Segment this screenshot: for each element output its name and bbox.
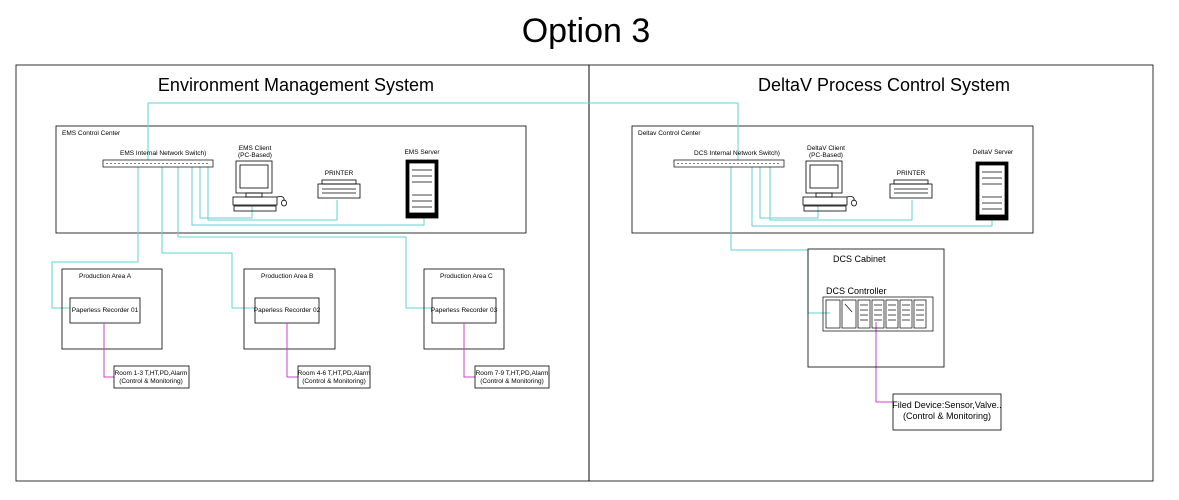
production-area-a-box: [61, 268, 163, 350]
deltav-client-pc-icon: [802, 160, 857, 212]
paperless-recorder-02-label: Paperless Recorder 02: [254, 307, 321, 314]
ems-network-switch: [102, 159, 214, 168]
deltav-system-title: DeltaV Process Control System: [758, 75, 1010, 95]
room-1-3-device-box: [113, 365, 190, 389]
ems-server-label: EMS Server: [404, 149, 440, 156]
area-b-link: [161, 166, 255, 309]
ems-client-pc-icon: [232, 160, 287, 212]
deltav-control-center-label: Deltav Control Center: [638, 130, 701, 137]
deltav-server-label: DeltaV Server: [973, 149, 1014, 156]
io-connections: [103, 322, 893, 403]
deltav-printer-link: [769, 166, 913, 221]
area-a-link: [51, 166, 139, 309]
area-c-link: [177, 166, 432, 309]
deltav-client-link: [759, 166, 819, 219]
ems-client-label-2: (PC-Based): [238, 152, 272, 159]
ems-system-title: Environment Management System: [158, 75, 434, 95]
room-4-6-label-2: (Control & Monitoring): [302, 378, 366, 385]
room-7-9-label-2: (Control & Monitoring): [480, 378, 544, 385]
room-1-3-label-1: Room 1-3 T,HT,PD,Alarm: [115, 370, 188, 377]
ems-client-link: [199, 166, 253, 219]
field-device-box: [892, 393, 1002, 431]
dcs-network-switch: [673, 159, 785, 168]
deltav-server-icon: [975, 161, 1009, 221]
production-area-c-title: Production Area C: [440, 273, 493, 280]
deltav-client-label-1: DeltaV Client: [807, 145, 845, 152]
ems-printer-link: [207, 166, 338, 221]
production-area-b-box: [243, 268, 336, 350]
field-device-label-2: (Control & Monitoring): [903, 411, 991, 421]
paperless-recorder-01-box: [69, 297, 141, 324]
production-area-a-title: Production Area A: [79, 273, 132, 280]
room-4-6-label-1: Room 4-6 T,HT,PD,Alarm: [298, 370, 371, 377]
diagram-title: Option 3: [522, 12, 651, 50]
ems-server-icon: [405, 159, 439, 219]
network-connections: [51, 102, 993, 314]
ems-control-center-box: [55, 125, 527, 234]
ems-printer-label: PRINTER: [325, 170, 354, 177]
room-7-9-device-box: [474, 365, 550, 389]
production-area-b-title: Production Area B: [261, 273, 313, 280]
deltav-printer-icon: [889, 179, 933, 199]
area-a-io-link: [103, 323, 114, 378]
deltav-server-link: [751, 166, 993, 227]
room-1-3-label-2: (Control & Monitoring): [119, 378, 183, 385]
paperless-recorder-01-label: Paperless Recorder 01: [72, 307, 139, 314]
deltav-client-label-2: (PC-Based): [809, 152, 843, 159]
deltav-frame: [588, 64, 1154, 482]
paperless-recorder-03-label: Paperless Recorder 03: [431, 307, 498, 314]
ems-printer-icon: [317, 179, 361, 199]
dcs-cabinet-box: [807, 248, 945, 368]
deltav-printer-label: PRINTER: [897, 170, 926, 177]
field-device-io-link: [875, 322, 893, 403]
dcs-controller-icon: [822, 296, 934, 332]
dcs-cabinet-title: DCS Cabinet: [833, 254, 886, 264]
ems-control-center-label: EMS Control Center: [62, 130, 121, 137]
ems-switch-label: EMS Internal Network Switch): [120, 150, 206, 157]
room-4-6-device-box: [297, 365, 371, 389]
inter-system-link: [147, 102, 739, 160]
area-c-io-link: [463, 323, 475, 378]
area-b-io-link: [286, 323, 298, 378]
field-device-label-1: Filed Device:Sensor,Valve..: [892, 400, 1001, 410]
ems-client-label-1: EMS Client: [239, 145, 272, 152]
dcs-switch-label: DCS Internal Network Switch): [694, 150, 780, 157]
dcs-controller-label: DCS Controller: [826, 286, 887, 296]
room-7-9-label-1: Room 7-9 T,HT,PD,Alarm: [476, 370, 549, 377]
ems-server-link: [191, 166, 425, 226]
deltav-control-center-box: [631, 125, 1034, 234]
